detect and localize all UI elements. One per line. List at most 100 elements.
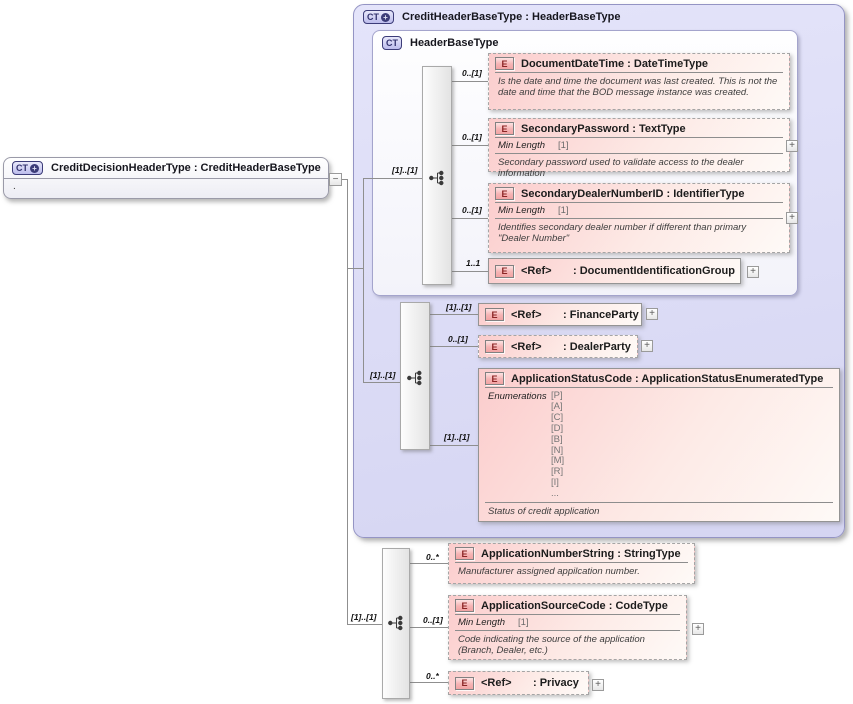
ref-type: : FinanceParty (563, 308, 639, 321)
element-badge: E (455, 599, 474, 612)
ct-badge-label: CT (386, 38, 398, 48)
facet-row: Min Length [1] (489, 203, 789, 218)
element-application-source-code[interactable]: E ApplicationSourceCode : CodeType Min L… (448, 595, 687, 660)
connector-line (363, 178, 422, 179)
element-header: E <Ref> : Privacy (449, 672, 588, 694)
element-header: E SecondaryPassword : TextType (489, 119, 789, 137)
collapse-button[interactable]: − (329, 173, 342, 186)
element-annotation: Code indicating the source of the applic… (458, 634, 645, 656)
element-title: DocumentDateTime : DateTimeType (521, 57, 709, 70)
expand-button[interactable]: + (692, 623, 704, 635)
element-secondary-password[interactable]: E SecondaryPassword : TextType Min Lengt… (488, 118, 790, 179)
ref-type: : Privacy (533, 677, 579, 689)
enumeration-values: [P] [A] [C] [D] [B] [N] [M] [R] [I] ... (551, 390, 565, 500)
element-badge: E (495, 187, 514, 200)
divider (495, 153, 783, 154)
element-header: E <Ref> : FinanceParty (479, 304, 641, 325)
enumeration-value: [R] (551, 466, 564, 478)
divider (495, 72, 783, 73)
element-badge: E (485, 308, 504, 321)
ref-name: <Ref> (481, 677, 512, 689)
complex-type-badge: CT (382, 36, 402, 50)
connector-line (363, 178, 364, 383)
enumeration-value: [P] (551, 390, 563, 401)
expand-button[interactable]: + (592, 679, 604, 691)
complex-type-badge: CT + (363, 10, 394, 24)
element-document-date-time[interactable]: E DocumentDateTime : DateTimeType Is the… (488, 53, 790, 110)
element-ref-dealer-party[interactable]: E <Ref> : DealerParty (478, 335, 638, 358)
ct-badge-label: CT (16, 163, 28, 173)
complex-type-header: CT HeaderBaseType (373, 31, 797, 55)
enumerations-label: Enumerations (488, 391, 547, 402)
divider (455, 562, 688, 563)
ref-type: : DealerParty (563, 340, 631, 353)
facet-value: [1] (558, 205, 569, 216)
facet-label: Min Length (498, 205, 546, 216)
element-title: SecondaryDealerNumberID : IdentifierType (521, 187, 745, 200)
element-application-number-string[interactable]: E ApplicationNumberString : StringType M… (448, 543, 695, 584)
cardinality-label: 0..[1] (462, 132, 482, 142)
element-header: E ApplicationSourceCode : CodeType (449, 596, 686, 614)
enumeration-value: [I] (551, 477, 559, 489)
divider (485, 502, 833, 504)
enumeration-value: [C] (551, 411, 564, 423)
root-complex-type-box[interactable]: CT + CreditDecisionHeaderType : CreditHe… (3, 157, 329, 199)
derived-type-plus-icon: + (30, 163, 39, 173)
sequence-icon (429, 170, 445, 191)
element-ref-privacy[interactable]: E <Ref> : Privacy (448, 671, 589, 695)
facet-value: [1] (518, 617, 529, 628)
element-header: E <Ref> : DocumentIdentificationGroup (489, 259, 740, 283)
expand-button[interactable]: + (641, 340, 653, 352)
divider (455, 614, 680, 615)
element-ref-finance-party[interactable]: E <Ref> : FinanceParty (478, 303, 642, 326)
cardinality-label: 1..1 (466, 258, 481, 268)
expand-button[interactable]: + (747, 266, 759, 278)
cardinality-label: [1]..[1] (444, 432, 470, 442)
element-annotation: Manufacturer assigned appilcation number… (458, 566, 640, 577)
cardinality-label: 0..* (426, 552, 439, 562)
divider (485, 387, 833, 388)
facet-value: [1] (558, 140, 569, 151)
connector-line (452, 81, 488, 82)
complex-type-badge: CT + (12, 161, 43, 175)
connector-line (452, 218, 488, 219)
complex-type-title: HeaderBaseType (410, 37, 499, 49)
element-badge: E (485, 372, 504, 385)
complex-type-header: CT + CreditHeaderBaseType : HeaderBaseTy… (354, 5, 844, 29)
ref-name: <Ref> (511, 308, 542, 321)
cardinality-label: 0..[1] (423, 615, 443, 625)
element-title: <Ref> : DealerParty (511, 341, 631, 353)
derived-type-plus-icon: + (381, 12, 390, 22)
enumeration-value: [A] (551, 400, 563, 412)
enumeration-value: [M] (551, 455, 565, 467)
divider (455, 630, 680, 631)
connector-line (347, 268, 363, 269)
element-badge: E (485, 340, 504, 353)
element-secondary-dealer-number-id[interactable]: E SecondaryDealerNumberID : IdentifierTy… (488, 183, 790, 253)
element-application-status-code[interactable]: E ApplicationStatusCode : ApplicationSta… (478, 368, 840, 522)
sequence-compositor-1[interactable] (422, 66, 452, 285)
connector-line (363, 382, 400, 383)
divider (495, 137, 783, 138)
sequence-icon (388, 615, 404, 636)
ref-name: <Ref> (521, 265, 552, 277)
element-title: ApplicationSourceCode : CodeType (481, 599, 668, 612)
sequence-compositor-2[interactable] (400, 302, 430, 450)
element-ref-document-identification-group[interactable]: E <Ref> : DocumentIdentificationGroup (488, 258, 741, 284)
expand-button[interactable]: + (786, 212, 798, 224)
enumeration-value: [D] (551, 422, 564, 434)
enumerations-block: Enumerations [P] [A] [C] [D] [B] [N] [M]… (479, 388, 839, 502)
divider (495, 202, 783, 203)
expand-button[interactable]: + (786, 140, 798, 152)
element-annotation: Secondary password used to validate acce… (498, 157, 744, 179)
element-header: E ApplicationStatusCode : ApplicationSta… (479, 369, 839, 387)
connector-line (452, 145, 488, 146)
divider (4, 178, 328, 179)
element-badge: E (495, 57, 514, 70)
facet-row: Min Length [1] (449, 615, 686, 630)
expand-button[interactable]: + (646, 308, 658, 320)
sequence-compositor-3[interactable] (382, 548, 410, 699)
root-title: CreditDecisionHeaderType : CreditHeaderB… (51, 162, 321, 174)
divider (495, 218, 783, 219)
cardinality-label: 0..[1] (462, 68, 482, 78)
